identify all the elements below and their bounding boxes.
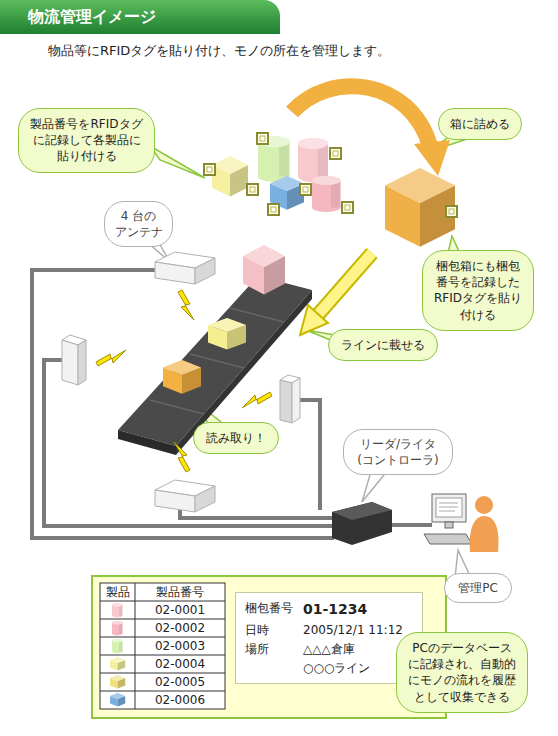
record-text: 梱包番号 <box>245 600 293 619</box>
name-bubble: 管理PC <box>444 573 512 603</box>
reader-writer <box>332 502 392 545</box>
name-bubble: リーダ/ライタ (コントローラ) <box>343 429 453 475</box>
table-cell: 02-0004 <box>135 655 225 673</box>
management-pc <box>424 494 498 552</box>
callout-text: PCのデータベースに記録され、自動的にモノの流れを履歴として収集できる <box>407 640 517 705</box>
title-tab: 物流管理イメージ <box>0 0 280 34</box>
callout-text: 箱に詰める <box>449 116 511 132</box>
radio-bolts <box>96 290 272 472</box>
subtitle: 物品等にRFIDタグを貼り付け、モノの所在を管理します。 <box>48 42 548 60</box>
callout-text: 梱包箱にも梱包番号を記録したRFIDタグを貼り付ける <box>433 258 523 323</box>
note-callout: 梱包箱にも梱包番号を記録したRFIDタグを貼り付ける <box>422 250 534 331</box>
table-cell: 02-0006 <box>135 691 225 709</box>
conveyor <box>118 245 312 455</box>
note-callout: 箱に詰める <box>438 108 522 140</box>
record-text: 01-1234 <box>303 600 413 619</box>
callout-text: 4 台の アンテナ <box>114 208 163 240</box>
record-text: 日時 <box>245 622 293 638</box>
note-callout: 製品番号をRFIDタグに記録して各製品に貼り付ける <box>18 108 155 173</box>
pack-arrow <box>292 86 450 176</box>
callout-text: 管理PC <box>454 580 502 596</box>
note-callout: ラインに載せる <box>328 329 438 361</box>
name-bubble: 4 台の アンテナ <box>104 201 173 247</box>
antenna-wires <box>32 270 432 538</box>
note-callout: 読み取り！ <box>193 422 279 454</box>
antennas <box>62 252 300 512</box>
table-cell: 02-0005 <box>135 673 225 691</box>
note-callout: PCのデータベースに記録され、自動的にモノの流れを履歴として収集できる <box>396 632 528 713</box>
callout-text: 読み取り！ <box>204 430 268 446</box>
callout-text: ラインに載せる <box>339 337 427 353</box>
callout-text: 製品番号をRFIDタグに記録して各製品に貼り付ける <box>29 116 144 165</box>
shipping-box <box>385 168 457 247</box>
table-cell: 02-0003 <box>135 637 225 655</box>
table-header: 製品番号 <box>135 583 225 601</box>
callout-text: リーダ/ライタ (コントローラ) <box>353 436 443 468</box>
table-cell: 02-0002 <box>135 619 225 637</box>
record-text: 2005/12/1 11:12 <box>303 622 413 638</box>
table-header: 製品 <box>100 583 135 601</box>
products <box>204 133 353 215</box>
record-text: 場所 <box>245 641 293 657</box>
table-cell: 02-0001 <box>135 601 225 619</box>
record-panel: 梱包番号01-1234日時2005/12/1 11:12場所△△△倉庫○○○ライ… <box>235 592 423 684</box>
result-panel <box>92 576 446 718</box>
